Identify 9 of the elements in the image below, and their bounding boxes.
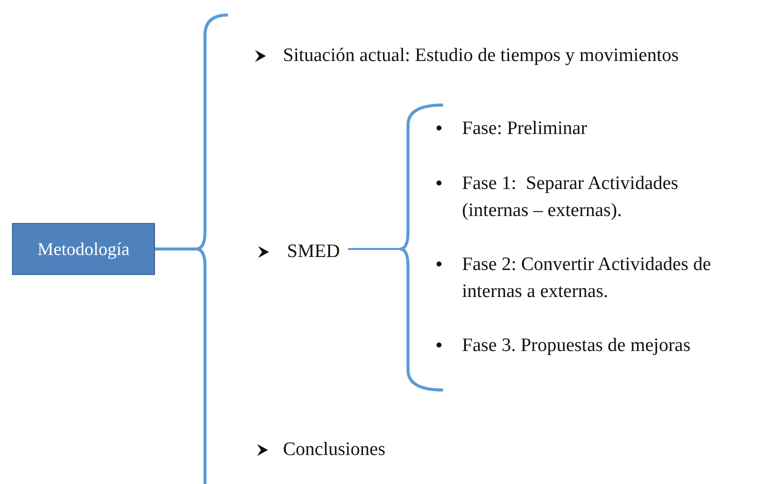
list-item-text: Fase 3. Propuestas de mejoras (462, 334, 692, 358)
list-item-text: Fase 1: Separar Actividades (internas – externas). (462, 172, 680, 223)
process-box (12, 223, 155, 275)
list-item-text: Conclusiones (283, 438, 386, 462)
list-item-text: Fase 2: Convertir Actividades de internas a externas. (462, 253, 712, 304)
list-item-text: SMED (287, 240, 341, 264)
box-label: Metodología (38, 238, 130, 260)
list-item-text: Fase: Preliminar (462, 117, 588, 141)
list-item-text: Situación actual: Estudio de tiempos y movimientos (283, 44, 680, 68)
